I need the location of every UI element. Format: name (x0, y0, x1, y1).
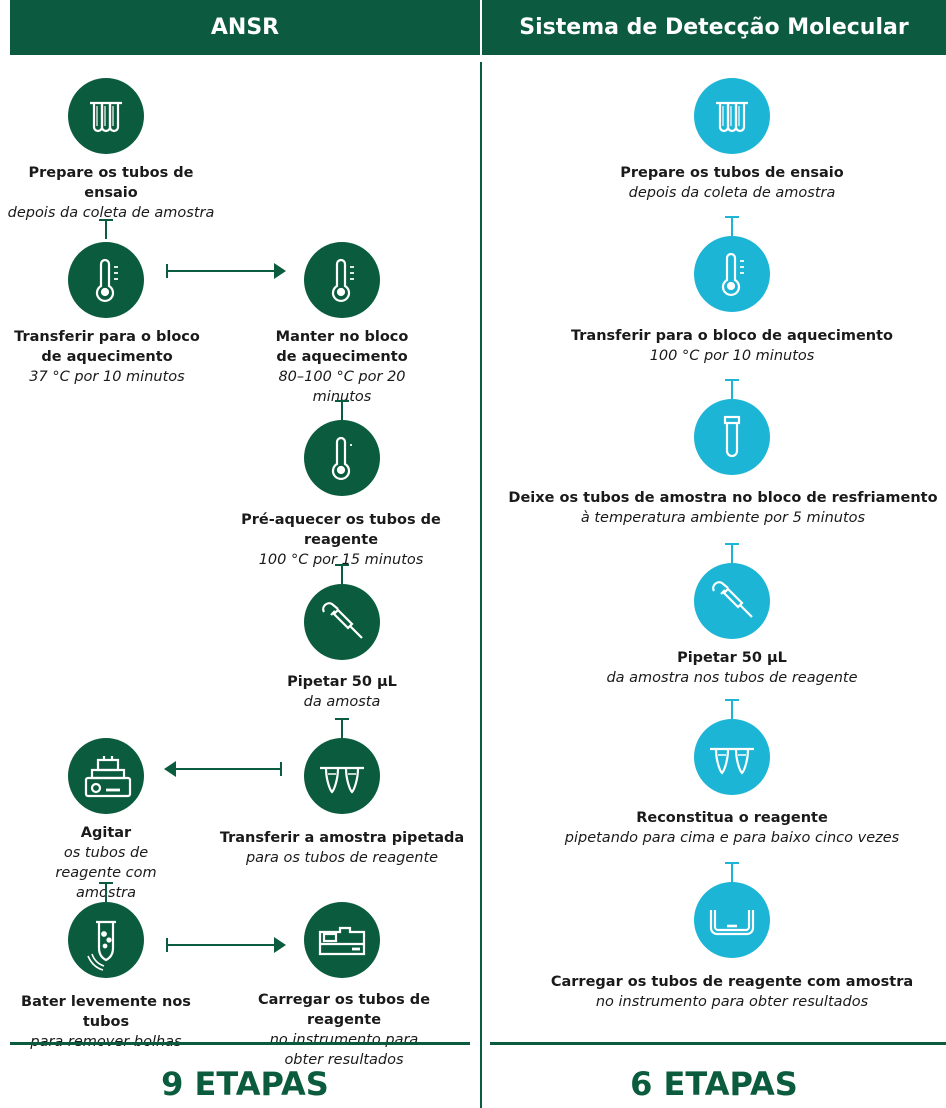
pipette-icon (694, 563, 770, 639)
thermometer-icon (304, 242, 380, 318)
thermometer-icon (694, 236, 770, 312)
mds-total-rule (490, 1042, 946, 1045)
mds-header: Sistema de Detecção Molecular (482, 0, 946, 55)
ansr-header: ANSR (10, 0, 480, 55)
connector (335, 718, 349, 738)
reagent-tubes-icon (304, 738, 380, 814)
column-divider (480, 62, 482, 1108)
tap-tube-icon (68, 902, 144, 978)
shaker-icon (68, 738, 144, 814)
mds-step-3-label: Deixe os tubos de amostra no bloco de re… (508, 490, 938, 526)
ansr-step-8-label: Bater levemente nos tubospara remover bo… (21, 994, 191, 1050)
connector (725, 379, 739, 399)
arrow-right (166, 263, 286, 279)
connector (725, 862, 739, 882)
instrument-icon (304, 902, 380, 978)
connector (335, 400, 349, 420)
pipette-icon (304, 584, 380, 660)
ansr-total-steps: 9 ETAPAS (161, 1065, 329, 1103)
ansr-total-rule (10, 1042, 470, 1045)
connector (725, 216, 739, 236)
mds-total-steps: 6 ETAPAS (630, 1065, 798, 1103)
test-tubes-icon (694, 78, 770, 154)
tube-icon (694, 399, 770, 475)
test-tubes-icon (68, 78, 144, 154)
connector (99, 219, 113, 239)
reagent-tubes-icon (694, 719, 770, 795)
arrow-left (164, 761, 282, 777)
arrow-right (166, 937, 286, 953)
connector (725, 543, 739, 563)
mds-step-6-label: Carregar os tubos de reagente com amostr… (550, 974, 914, 1010)
connector (335, 564, 349, 584)
connector (99, 882, 113, 902)
instrument-icon (694, 882, 770, 958)
connector (725, 699, 739, 719)
thermometer-icon (304, 420, 380, 496)
thermometer-icon (68, 242, 144, 318)
